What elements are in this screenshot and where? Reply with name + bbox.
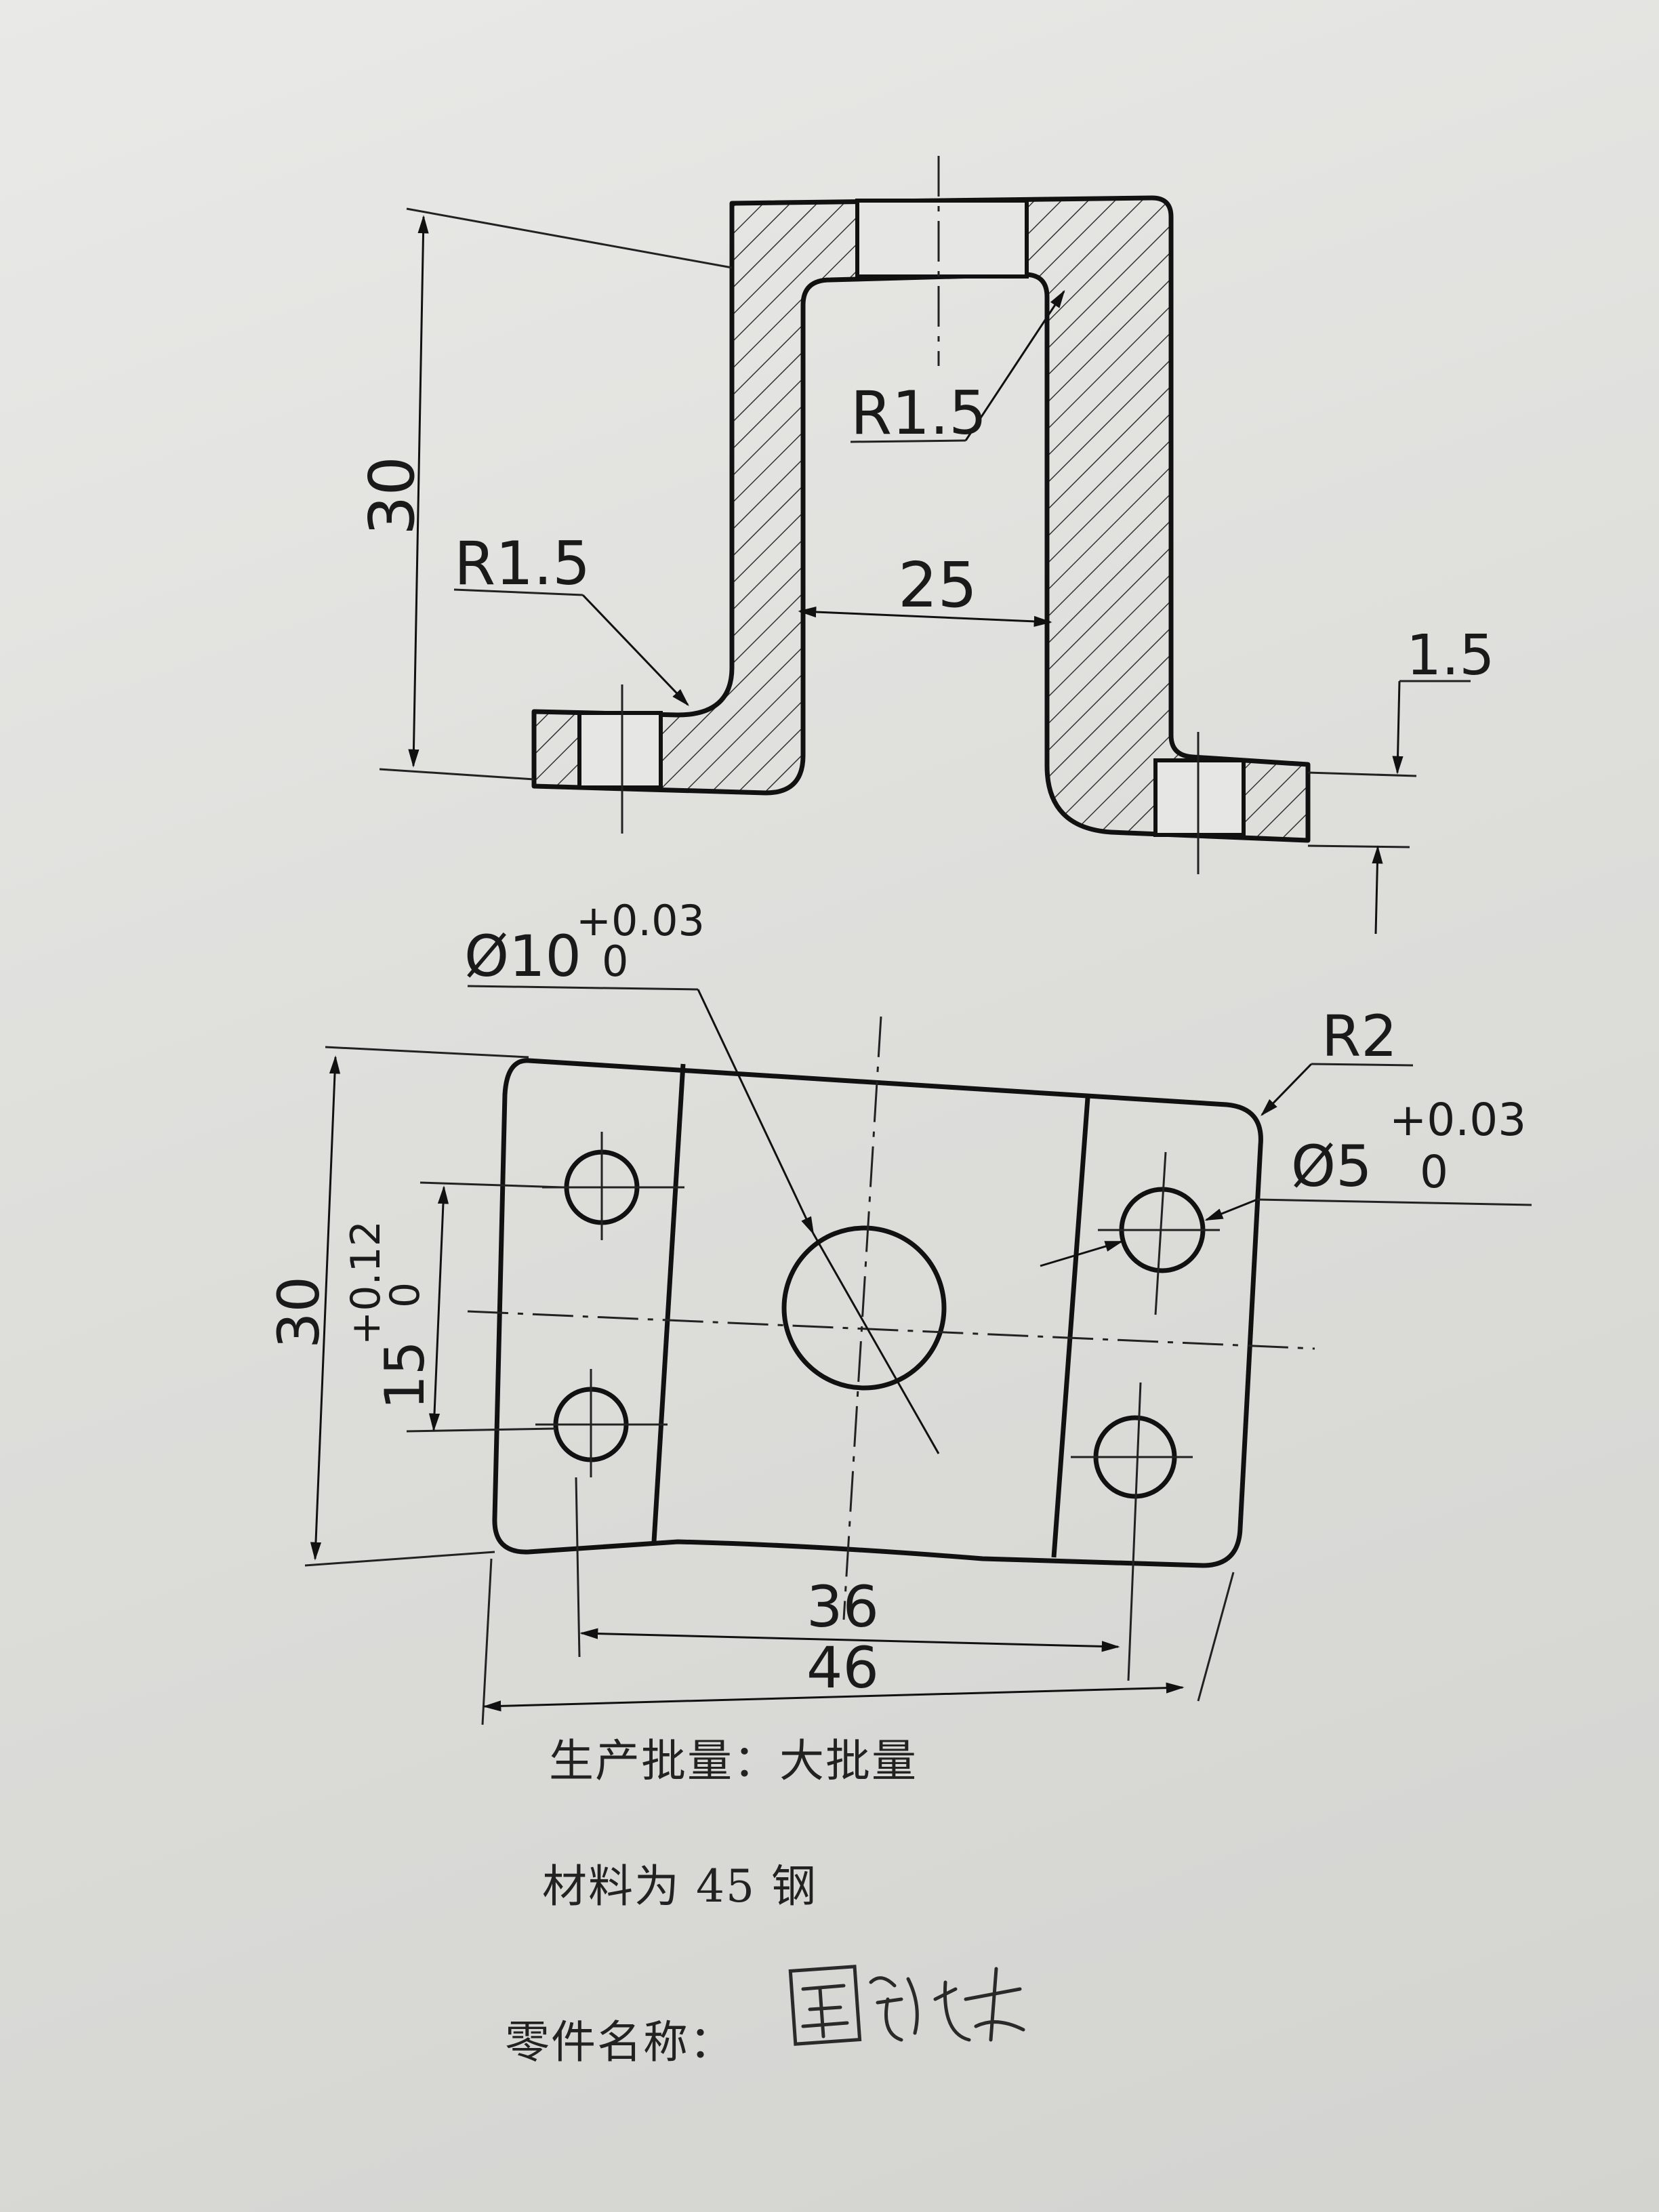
- dim-thickness-1-5: 1.5: [1406, 623, 1494, 688]
- leader-radius-left: [581, 594, 689, 706]
- plate-outline: [492, 1058, 1263, 1568]
- dim-line-hole-spacing-15: [428, 1185, 449, 1432]
- leader-small-hole: [1040, 1240, 1124, 1267]
- bend-line-right: [1051, 1097, 1090, 1558]
- dim-line-inner-25: [798, 606, 1052, 628]
- center-hole-tol-upper: +0.03: [576, 896, 705, 945]
- dim-line-height-30: [408, 215, 429, 768]
- hole-spacing-tol-upper: +0.12: [342, 1221, 390, 1345]
- hole-spacing-tol-lower: 0: [382, 1282, 429, 1308]
- dim-width-46: 46: [806, 1635, 879, 1701]
- dim-hole-pitch-36: 36: [806, 1574, 879, 1640]
- dim-hole-spacing-15: 15: [373, 1340, 436, 1410]
- dim-inner-25: 25: [898, 549, 977, 621]
- top-hole-section: [855, 199, 1029, 279]
- small-hole-tol-lower: 0: [1420, 1146, 1448, 1198]
- dim-plate-height-30: 30: [266, 1276, 332, 1349]
- handwritten-part-name: [788, 1965, 1025, 2046]
- bracket-section: [531, 195, 1311, 843]
- dim-height-30: 30: [356, 456, 428, 535]
- material-note: 材料为 45 钢: [542, 1860, 817, 1912]
- leader-center-hole: [697, 989, 815, 1235]
- dim-line-plate-30: [310, 1055, 341, 1561]
- part-name-label: 零件名称：: [505, 2016, 735, 2068]
- bend-line-left: [651, 1063, 686, 1542]
- small-hole-dia: Ø5: [1291, 1133, 1372, 1200]
- dim-line-hole-pitch-36: [579, 1628, 1120, 1652]
- corner-radius: R2: [1322, 1003, 1397, 1069]
- batch-note: 生产批量：大批量: [549, 1735, 918, 1787]
- right-flange-hole: [1153, 758, 1246, 837]
- leader-radius-top: [964, 289, 1065, 441]
- top-section-view: 30 25 R1.5 R1.5 1.5: [356, 156, 1494, 935]
- small-hole-tol-upper: +0.03: [1389, 1094, 1526, 1146]
- left-flange-hole: [577, 711, 663, 790]
- radius-top: R1.5: [851, 378, 987, 448]
- dim-line-width-46: [483, 1682, 1185, 1712]
- center-hole-dia: Ø10: [464, 923, 581, 989]
- radius-left: R1.5: [454, 529, 590, 598]
- plan-view: Ø10 +0.03 0 R2 Ø5 +0.03 0 30 15 +0.12 0 …: [266, 896, 1532, 1725]
- leader-corner-radius: [1261, 1063, 1313, 1116]
- center-hole: [781, 1225, 947, 1391]
- center-hole-tol-lower: 0: [602, 937, 628, 986]
